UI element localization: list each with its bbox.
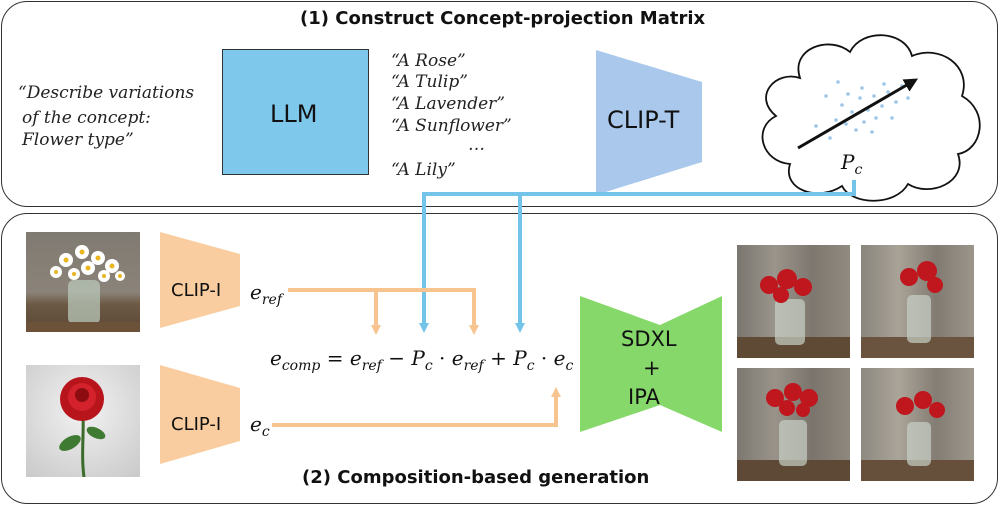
- concept-embedding-label: ec: [250, 412, 270, 440]
- clip-t-shape: [596, 50, 702, 195]
- llm-box: [222, 49, 369, 175]
- output-rose: “A Rose”: [391, 51, 466, 71]
- llm-label: LLM: [270, 100, 318, 128]
- generated-roses-1: [737, 269, 850, 358]
- output-ellipsis: …: [468, 135, 485, 155]
- output-lily: “A Lily”: [391, 160, 456, 180]
- plus-label: +: [643, 356, 661, 380]
- generated-image-3: [737, 368, 850, 481]
- section2-title: (2) Composition-based generation: [302, 467, 650, 488]
- clip-i-c-label: CLIP-I: [171, 414, 222, 435]
- reference-embedding-label: eref: [250, 280, 283, 308]
- output-sunflower: “A Sunflower”: [391, 116, 512, 136]
- generated-image-2: [861, 245, 974, 358]
- principal-direction-arrow: [797, 78, 919, 150]
- projection-matrix-label: Pc: [841, 150, 863, 178]
- clip-i-c-shape: [160, 365, 240, 464]
- clip-i-ref-shape: [160, 232, 240, 328]
- prompt-line3: Flower type”: [22, 130, 134, 150]
- prompt-line1: “Describe variations: [18, 83, 195, 103]
- rose-illustration: [59, 377, 106, 477]
- ipa-label: IPA: [628, 385, 660, 409]
- output-lavender: “A Lavender”: [391, 94, 505, 114]
- generated-roses-4: [861, 391, 974, 481]
- prompt-line2: of the concept:: [22, 108, 151, 128]
- generated-image-4: [861, 368, 974, 481]
- projection-arrows: [419, 180, 856, 333]
- sdxl-label: SDXL: [621, 327, 677, 351]
- section1-title: (1) Construct Concept-projection Matrix: [300, 8, 706, 29]
- output-tulip: “A Tulip”: [391, 72, 468, 92]
- composition-equation: ecomp = eref − Pc · eref + Pc · ec: [270, 346, 574, 374]
- concept-image-rose: [26, 365, 140, 477]
- reference-embedding-arrows: [272, 288, 561, 427]
- generated-roses-2: [861, 261, 974, 358]
- reference-image-daisies: [26, 232, 140, 332]
- clip-t-label: CLIP-T: [607, 106, 680, 134]
- generated-image-1: [737, 245, 850, 358]
- concept-cloud: [761, 34, 981, 202]
- clip-i-ref-label: CLIP-I: [171, 280, 222, 301]
- daisy-illustration: [26, 245, 140, 332]
- generated-roses-3: [737, 383, 850, 481]
